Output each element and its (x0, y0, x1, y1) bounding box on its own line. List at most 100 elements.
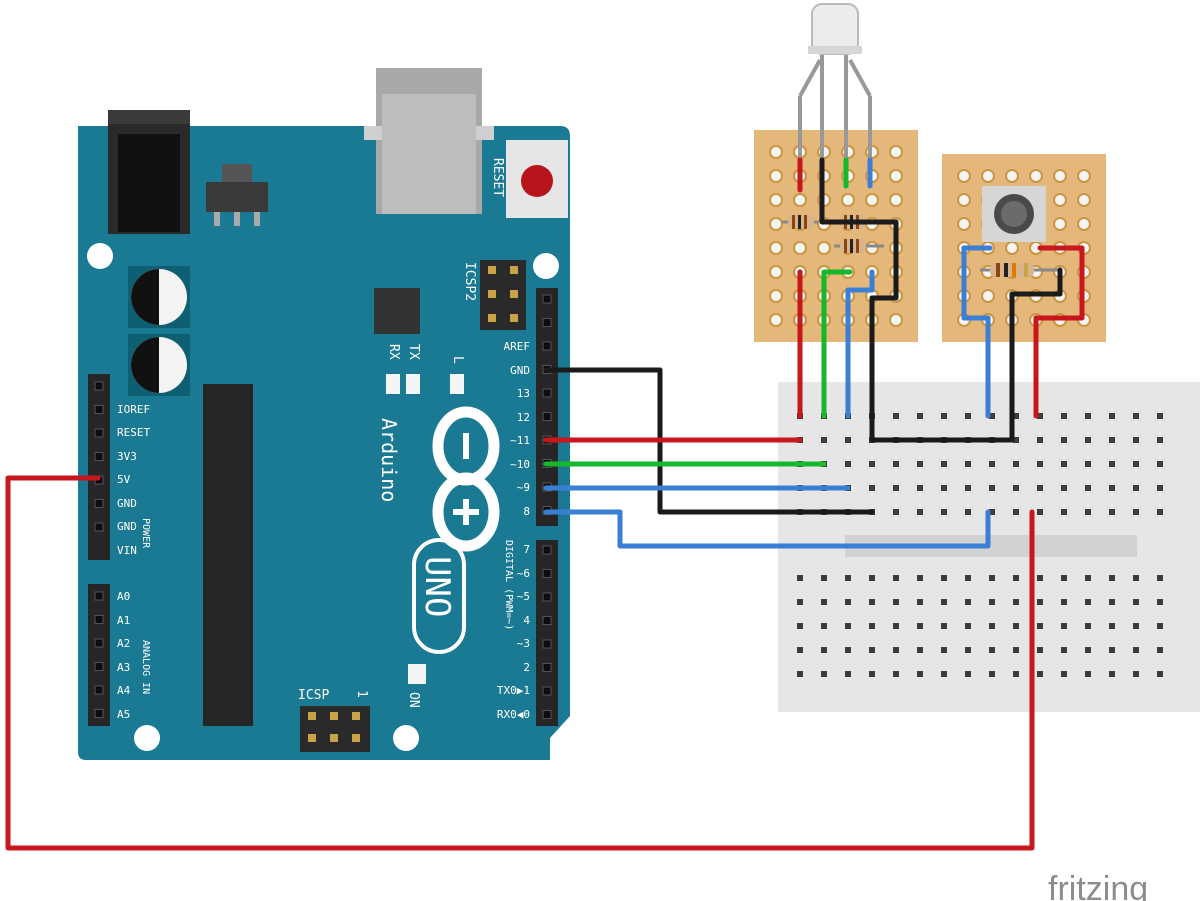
breadboard-hole (1085, 599, 1091, 605)
breadboard-hole (1109, 599, 1115, 605)
digital-header-label: DIGITAL (PWM=~) (503, 540, 514, 630)
breadboard-hole (1109, 647, 1115, 653)
breadboard-hole (941, 671, 947, 677)
protoboard-pad (769, 145, 783, 159)
breadboard-hole (1133, 671, 1139, 677)
pin-label-a0: A0 (117, 590, 130, 603)
breadboard-hole (965, 413, 971, 419)
mounting-hole (87, 243, 113, 269)
header-pin (542, 592, 552, 602)
breadboard-hole (1061, 647, 1067, 653)
protoboard-pad (889, 193, 903, 207)
breadboard-hole (1037, 509, 1043, 515)
trace (819, 157, 899, 321)
breadboard-hole (1133, 509, 1139, 515)
breadboard-hole (893, 671, 899, 677)
header-pin (542, 545, 552, 555)
uno-badge (412, 538, 466, 654)
breadboard-hole (797, 671, 803, 677)
icsp-label: ICSP (298, 688, 329, 703)
protoboard-pad (769, 265, 783, 279)
breadboard-hole (1037, 575, 1043, 581)
wires (5, 157, 1085, 851)
breadboard-hole (1085, 413, 1091, 419)
rx-led (386, 374, 400, 394)
protoboard-pad (1005, 169, 1019, 183)
analog-header-label: ANALOG IN (140, 640, 151, 694)
breadboard-hole (1013, 647, 1019, 653)
mounting-hole (533, 253, 559, 279)
resistor (834, 239, 884, 253)
breadboard-hole (1157, 509, 1163, 515)
breadboard-hole (845, 647, 851, 653)
rgb-led-protoboard (754, 3, 918, 342)
icsp-header (300, 706, 370, 752)
breadboard-hole (917, 485, 923, 491)
protoboard-pad (793, 193, 807, 207)
trace (845, 269, 875, 321)
breadboard-hole (989, 599, 995, 605)
pushbutton-icon[interactable] (982, 186, 1046, 242)
breadboard-hole (1133, 575, 1139, 581)
breadboard-hole (1133, 437, 1139, 443)
breadboard-hole (1109, 509, 1115, 515)
breadboard-hole (1085, 485, 1091, 491)
pin-label-tx: TX0▶1 (497, 684, 530, 697)
breadboard-hole (1085, 437, 1091, 443)
pin-label-10: ~10 (510, 458, 530, 471)
breadboard-hole (1109, 437, 1115, 443)
breadboard-hole (821, 623, 827, 629)
breadboard-hole (941, 623, 947, 629)
breadboard-hole (989, 671, 995, 677)
breadboard-hole (1061, 413, 1067, 419)
breadboard-hole (1157, 413, 1163, 419)
arduino-brand-text: Arduino (377, 418, 401, 502)
breadboard-hole (893, 461, 899, 467)
led-label-rx: RX (386, 344, 401, 360)
breadboard-hole (917, 413, 923, 419)
breadboard-hole (797, 575, 803, 581)
protoboard-pad (769, 217, 783, 231)
breadboard-hole (1013, 671, 1019, 677)
breadboard-hole (893, 485, 899, 491)
breadboard-hole (821, 647, 827, 653)
breadboard-hole (821, 437, 827, 443)
protoboard-pad (1077, 169, 1091, 183)
breadboard-hole (989, 413, 995, 419)
breadboard-hole (1085, 623, 1091, 629)
breadboard-hole (1157, 461, 1163, 467)
pin-label-vin: VIN (117, 544, 137, 557)
breadboard-hole (1013, 599, 1019, 605)
capacitor (128, 266, 190, 328)
breadboard-hole (941, 599, 947, 605)
protoboard-pad (1029, 169, 1043, 183)
arduino-infinity-logo-icon (432, 406, 500, 552)
usb-port-icon (364, 68, 494, 214)
breadboard-hole (845, 623, 851, 629)
tx-led (406, 374, 420, 394)
breadboard-hole (1013, 437, 1019, 443)
capacitor (128, 334, 190, 396)
header-pin (94, 615, 104, 624)
uno-model-text: UNO (417, 556, 457, 617)
l-led (450, 374, 464, 394)
breadboard-hole (941, 575, 947, 581)
breadboard-hole (845, 461, 851, 467)
breadboard-hole (893, 575, 899, 581)
led-label-tx: TX (406, 344, 421, 360)
breadboard-hole (965, 509, 971, 515)
breadboard-hole (917, 671, 923, 677)
header-pin (94, 638, 104, 648)
header-pin (542, 710, 552, 719)
header-pin (542, 318, 552, 327)
digital-header-lower (536, 540, 558, 726)
breadboard-hole (989, 647, 995, 653)
protoboard-pad (981, 169, 995, 183)
breadboard-hole (1133, 623, 1139, 629)
protoboard-pad (1053, 169, 1067, 183)
reset-button-icon[interactable] (506, 140, 568, 218)
pin-label-8: 8 (523, 505, 530, 518)
pin-label-gnd: GND (117, 520, 137, 533)
pin-label-a1: A1 (117, 614, 130, 627)
breadboard-hole (1157, 647, 1163, 653)
